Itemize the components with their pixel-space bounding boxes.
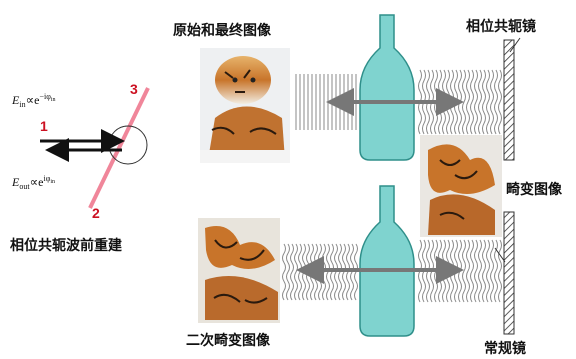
wavefront-line (498, 239, 502, 303)
wavefront-line (474, 69, 478, 135)
wavefront-line (286, 243, 290, 301)
bottom-mirror-label: 常规镜 (484, 340, 526, 357)
wavefront-line (494, 69, 498, 135)
beam-2-label: 2 (92, 205, 100, 221)
wavefront-line (490, 239, 494, 303)
wavefront-line (466, 69, 470, 135)
top-row: 原始和最终图像 相位共轭镜 (173, 14, 536, 163)
pink-pump-beam (88, 87, 150, 209)
distorted-tiger-photo (420, 135, 502, 237)
distorted-image-block: 畸变图像 (420, 135, 563, 237)
bottom-glass-bottle (359, 185, 415, 337)
wavefront-line (474, 239, 478, 303)
wavefront-line (478, 239, 482, 303)
wavefront-line (466, 239, 470, 303)
wavefront-line (462, 69, 466, 135)
wavefront-line (290, 243, 294, 301)
double-distorted-tiger-photo (198, 218, 280, 323)
beam-3-label: 3 (130, 81, 138, 97)
wavefront-line (294, 243, 298, 301)
distorted-image-label: 畸变图像 (506, 181, 563, 198)
schematic-caption: 相位共轭波前重建 (10, 237, 122, 254)
wavefront-line (462, 239, 466, 303)
wavefront-schematic: Ein∝e−iφin Eout∝eiφin 1 3 2 相位共轭波前重建 (10, 81, 150, 254)
beam-1-label: 1 (40, 118, 48, 134)
wavefront-line (470, 239, 474, 303)
wavefront-line (482, 239, 486, 303)
wavefront-line (494, 239, 498, 303)
wavefront-line (486, 239, 490, 303)
wavefront-line (478, 69, 482, 135)
wavefront-line (490, 69, 494, 135)
top-glass-bottle (359, 14, 415, 161)
wavefront-line (486, 69, 490, 135)
conventional-mirror (503, 211, 515, 335)
wavefront-line (498, 69, 502, 135)
bottom-image-label: 二次畸变图像 (186, 332, 271, 349)
top-image-label: 原始和最终图像 (173, 22, 272, 39)
wavefront-line (470, 69, 474, 135)
e-in-equation: Ein∝e−iφin (11, 92, 56, 109)
e-out-equation: Eout∝eiφin (11, 174, 55, 191)
phase-conjugate-mirror (503, 39, 515, 161)
top-mirror-label: 相位共轭镜 (466, 18, 536, 35)
wavefront-line (482, 69, 486, 135)
tiger-photo (200, 48, 290, 163)
wavefront-line (282, 243, 286, 301)
bottom-row: 二次畸变图像 常规镜 (186, 185, 526, 357)
